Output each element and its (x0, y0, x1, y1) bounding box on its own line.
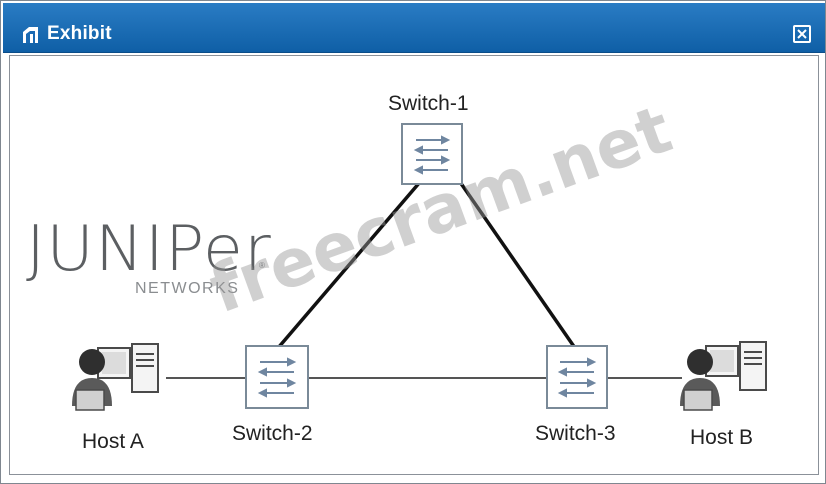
host-b-label: Host B (690, 426, 754, 449)
switch-1-label: Switch-1 (388, 92, 469, 115)
host-a-label: Host A (82, 430, 144, 453)
title-bar: Exhibit (3, 3, 825, 53)
link-switch-1-switch-2 (276, 180, 422, 350)
switch-3-icon[interactable] (546, 345, 608, 409)
network-diagram (72, 123, 767, 411)
switch-3-label: Switch-3 (535, 422, 616, 445)
window-title: Exhibit (47, 23, 112, 44)
host-a-icon[interactable] (72, 343, 159, 411)
host-b-icon[interactable] (680, 341, 767, 411)
switch-2-icon[interactable] (245, 345, 309, 409)
juniper-logo-word: JUNIPer (26, 212, 272, 285)
diagram-canvas: Switch-1 Switch-2 Switch-3 Host A Host B… (9, 55, 819, 475)
juniper-logo-networks: NETWORKS (135, 280, 240, 297)
registered-mark: ® (259, 261, 265, 270)
link-switch-1-switch-3 (458, 181, 577, 349)
switch-2-label: Switch-2 (232, 422, 313, 445)
close-icon (797, 29, 807, 39)
exhibit-icon (21, 26, 41, 44)
close-button[interactable] (793, 25, 811, 43)
switch-1-icon[interactable] (401, 123, 463, 185)
